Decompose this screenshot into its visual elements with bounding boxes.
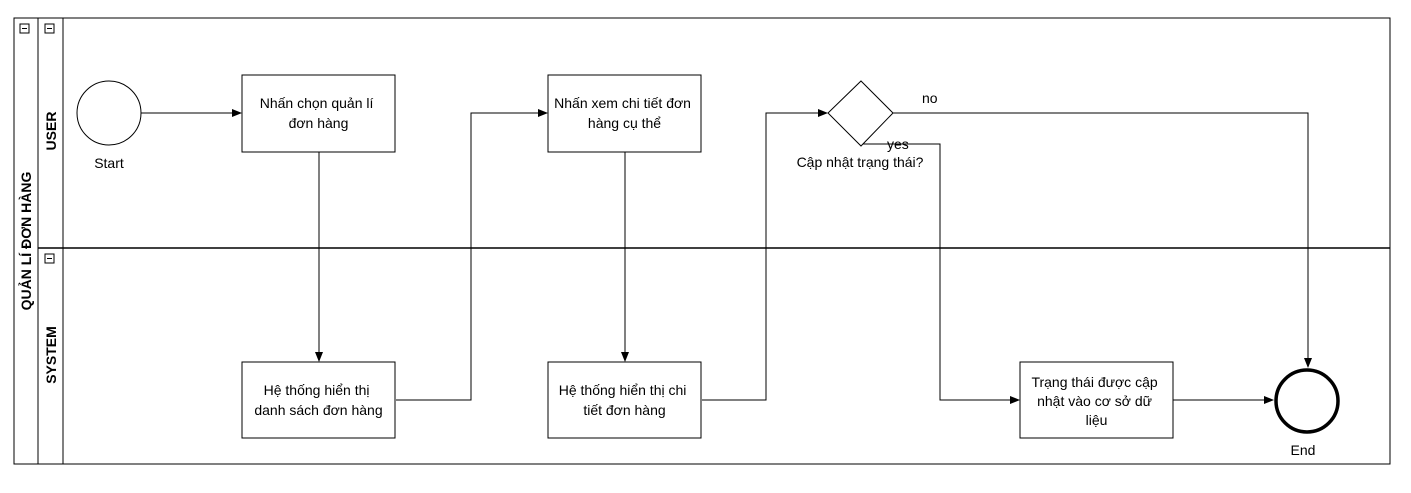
start-label: Start [94, 155, 124, 171]
svg-text:Hệ thống hiển thị danh s: Hệ thống hiển thị danh sách đơn hàng [254, 382, 382, 418]
task-label-line: nhật vào cơ sở dữ [1037, 393, 1152, 409]
task-label-line: Hệ thống hiển thị chi [559, 382, 687, 398]
task-system-show-detail[interactable]: Hệ thống hiển thị chi tiết đơn hàng [547, 361, 702, 439]
task-label-line: Trạng thái được cập [1031, 374, 1157, 390]
system-lane-title: SYSTEM [43, 326, 59, 384]
gateway-no-label: no [922, 90, 938, 106]
task-select-order-management[interactable]: Nhấn chọn quản lí đơn hàng [241, 74, 396, 153]
start-event[interactable] [76, 80, 142, 146]
end-label: End [1291, 442, 1316, 458]
task-system-update-status[interactable]: Trạng thái được cập nhật vào cơ sở dữ li… [1019, 361, 1174, 439]
task-label-line: đơn hàng [289, 115, 349, 131]
task-label-line: hàng cụ thể [588, 115, 661, 131]
task-label-line: Hệ thống hiển thị [264, 382, 370, 398]
pool-frame [13, 17, 1391, 465]
svg-text:Trạng thái được cập nhật: Trạng thái được cập nhật vào cơ sở dữ li… [1031, 374, 1161, 428]
user-lane-title: USER [43, 112, 59, 151]
task-view-order-detail[interactable]: Nhấn xem chi tiết đơn hàng cụ thể [547, 74, 702, 153]
task-label-line: Nhấn xem chi tiết đơn [554, 95, 691, 111]
task-label-line: Nhấn chọn quản lí [260, 95, 374, 111]
task-label-line: tiết đơn hàng [583, 402, 665, 418]
system-lane-collapse-button[interactable] [44, 253, 55, 264]
user-lane-collapse-button[interactable] [44, 23, 55, 34]
task-label-line: liệu [1086, 412, 1108, 428]
pool-collapse-button[interactable] [19, 23, 30, 34]
svg-text:Nhấn chọn quản lí đơn hà: Nhấn chọn quản lí đơn hàng [260, 95, 378, 131]
decision-gateway[interactable] [827, 80, 894, 147]
task-system-show-list[interactable]: Hệ thống hiển thị danh sách đơn hàng [241, 361, 396, 439]
svg-text:Nhấn xem chi tiết đơn hà: Nhấn xem chi tiết đơn hàng cụ thể [554, 95, 695, 131]
gateway-yes-label: yes [887, 136, 909, 152]
flow-gateway-no-to-end [893, 112, 1312, 368]
task-label-line: danh sách đơn hàng [254, 402, 382, 418]
flow-list-to-view [396, 109, 548, 401]
end-event[interactable] [1274, 368, 1340, 434]
flow-detail-to-gateway [702, 109, 828, 401]
pool-title: QUẢN LÍ ĐƠN HÀNG [18, 172, 34, 311]
gateway-question-label: Cập nhật trạng thái? [797, 154, 924, 170]
svg-text:Hệ thống hiển thị chi ti: Hệ thống hiển thị chi tiết đơn hàng [559, 382, 691, 418]
